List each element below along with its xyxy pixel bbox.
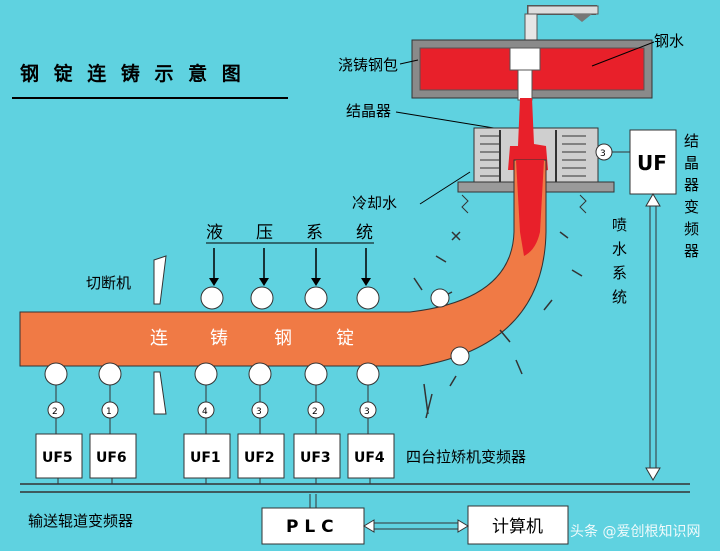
- spray-char-2: 系: [612, 264, 627, 282]
- uf2-label: UF2: [244, 450, 275, 466]
- curved-strand: [19, 159, 547, 367]
- ladle-label: 浇铸钢包: [338, 56, 398, 74]
- spray-char-0: 喷: [612, 216, 627, 234]
- conveyor-label: 输送辊道变频器: [28, 512, 133, 530]
- motor-label-3: 3: [256, 407, 262, 417]
- uf6-label: UF6: [96, 450, 127, 466]
- uf2-box: [237, 433, 285, 479]
- uf4-box: [347, 433, 395, 479]
- billet-char-0: 连: [150, 328, 168, 349]
- uf-right-caption-1: 晶: [684, 154, 699, 172]
- motor-label-4: 2: [312, 407, 318, 417]
- uf3-label: UF3: [300, 450, 331, 466]
- billet-char-1: 铸: [210, 328, 228, 349]
- uf6-box: [89, 433, 137, 479]
- uf-right-caption-5: 器: [684, 242, 699, 260]
- hydraulic-char-2: 系: [306, 223, 323, 243]
- watermark: 头条 @爱创根知识网: [570, 523, 700, 540]
- motor-label-0: 2: [52, 407, 58, 417]
- computer-box: [467, 505, 569, 545]
- bottom-rollers: [44, 346, 470, 386]
- uf5-label: UF5: [42, 450, 73, 466]
- hydraulic-char-0: 液: [206, 223, 223, 243]
- plc-label: P L C: [286, 517, 334, 537]
- hydraulic-char-3: 统: [356, 223, 373, 243]
- uf-right-caption-3: 变: [684, 198, 699, 216]
- cutter-blade-top: [153, 255, 167, 305]
- cutter-label: 切断机: [86, 274, 131, 292]
- uf4-label: UF4: [354, 450, 385, 466]
- uf5-box: [35, 433, 83, 479]
- plc-box: [261, 507, 365, 545]
- motors: [47, 143, 613, 419]
- crystallizer-label: 结晶器: [346, 102, 391, 120]
- billet-char-2: 钢: [274, 328, 292, 349]
- computer-label: 计算机: [492, 517, 543, 537]
- diagram-title: 钢 锭 连 铸 示 意 图: [20, 62, 245, 85]
- uf3-box: [293, 433, 341, 479]
- uf1-label: UF1: [190, 450, 221, 466]
- plc-computer-link: [363, 519, 469, 533]
- billet-char-3: 锭: [336, 328, 354, 349]
- motor-label-5: 3: [364, 407, 370, 417]
- uf-right-link: [645, 193, 661, 481]
- cooling-water-label: 冷却水: [352, 194, 397, 212]
- hydraulic-char-1: 压: [256, 223, 273, 243]
- top-rollers: [200, 286, 450, 310]
- uf-right-label: UF: [637, 151, 667, 175]
- four-drive-label: 四台拉矫机变频器: [406, 448, 526, 466]
- spray-char-3: 统: [612, 288, 627, 306]
- uf-right-caption-0: 结: [684, 132, 699, 150]
- motor-label-6: 3: [600, 149, 606, 159]
- spray-nozzles: [413, 231, 583, 419]
- motor-label-1: 1: [106, 407, 112, 417]
- uf-right-caption-4: 频: [684, 220, 699, 238]
- spray-char-1: 水: [612, 240, 627, 258]
- uf1-box: [183, 433, 231, 479]
- molten-steel-label: 钢水: [654, 32, 684, 50]
- uf-right-caption-2: 器: [684, 176, 699, 194]
- cutter-blade-bottom: [153, 371, 167, 415]
- uf-right-box: [629, 129, 677, 195]
- motor-label-2: 4: [202, 407, 208, 417]
